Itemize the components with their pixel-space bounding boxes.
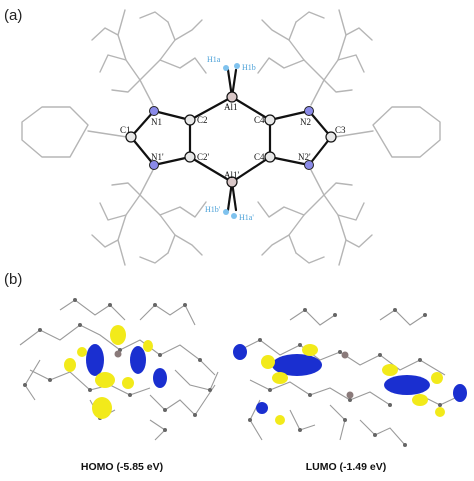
aryl-top-left bbox=[91, 9, 207, 106]
panel-b-label: (b) bbox=[4, 271, 22, 288]
label-n2p: N2' bbox=[298, 152, 311, 162]
label-al1p: Al1' bbox=[224, 170, 240, 180]
atom-n1p bbox=[149, 160, 159, 170]
label-h1b: H1b bbox=[242, 63, 256, 72]
label-c3: C3 bbox=[335, 125, 346, 135]
homo-orbital-plot bbox=[19, 298, 219, 441]
atom-h1ap bbox=[231, 213, 237, 219]
label-h1ap: H1a' bbox=[239, 213, 254, 222]
label-al1: Al1 bbox=[224, 102, 238, 112]
label-h1a: H1a bbox=[207, 55, 221, 64]
homo-label: HOMO (-5.85 eV) bbox=[81, 461, 163, 473]
atom-h1bp bbox=[223, 209, 229, 215]
atom-h1a bbox=[223, 65, 229, 71]
left-cy-bond bbox=[87, 130, 128, 138]
atom-al1 bbox=[226, 91, 238, 103]
atom-n2 bbox=[304, 106, 314, 116]
aryl-top-right bbox=[257, 9, 373, 106]
label-c2p: C2' bbox=[197, 152, 210, 162]
atom-c3 bbox=[325, 131, 337, 143]
atom-c1 bbox=[125, 131, 137, 143]
aryl-bottom-right bbox=[257, 169, 373, 266]
label-n2: N2 bbox=[300, 117, 311, 127]
label-h1bp: H1b' bbox=[205, 205, 221, 214]
atom-c4p bbox=[264, 151, 276, 163]
left-cyclohexyl bbox=[21, 106, 89, 158]
label-n1: N1 bbox=[151, 117, 162, 127]
label-c1: C1 bbox=[120, 125, 131, 135]
atom-c2p bbox=[184, 151, 196, 163]
panel-a-structure: C1 N1 N1' C2 C2' Al1 Al1' C4 C4' N2 N2' … bbox=[21, 9, 441, 266]
atom-n2p bbox=[304, 160, 314, 170]
right-cyclohexyl bbox=[372, 106, 441, 158]
right-cy-bond bbox=[334, 130, 374, 138]
core-atoms bbox=[125, 63, 337, 219]
lumo-label: LUMO (-1.49 eV) bbox=[306, 461, 387, 473]
label-n1p: N1' bbox=[151, 152, 164, 162]
atom-h1b bbox=[234, 63, 240, 69]
label-c4: C4 bbox=[254, 115, 265, 125]
core-bonds bbox=[129, 68, 333, 212]
lumo-orbital-plot bbox=[233, 308, 467, 447]
label-c4p: C4' bbox=[254, 152, 267, 162]
panel-a-label: (a) bbox=[4, 7, 22, 24]
label-c2: C2 bbox=[197, 115, 208, 125]
atom-c2 bbox=[184, 114, 196, 126]
atom-al1p bbox=[226, 176, 238, 188]
atom-n1 bbox=[149, 106, 159, 116]
atom-c4 bbox=[264, 114, 276, 126]
aryl-bottom-left bbox=[91, 169, 207, 266]
